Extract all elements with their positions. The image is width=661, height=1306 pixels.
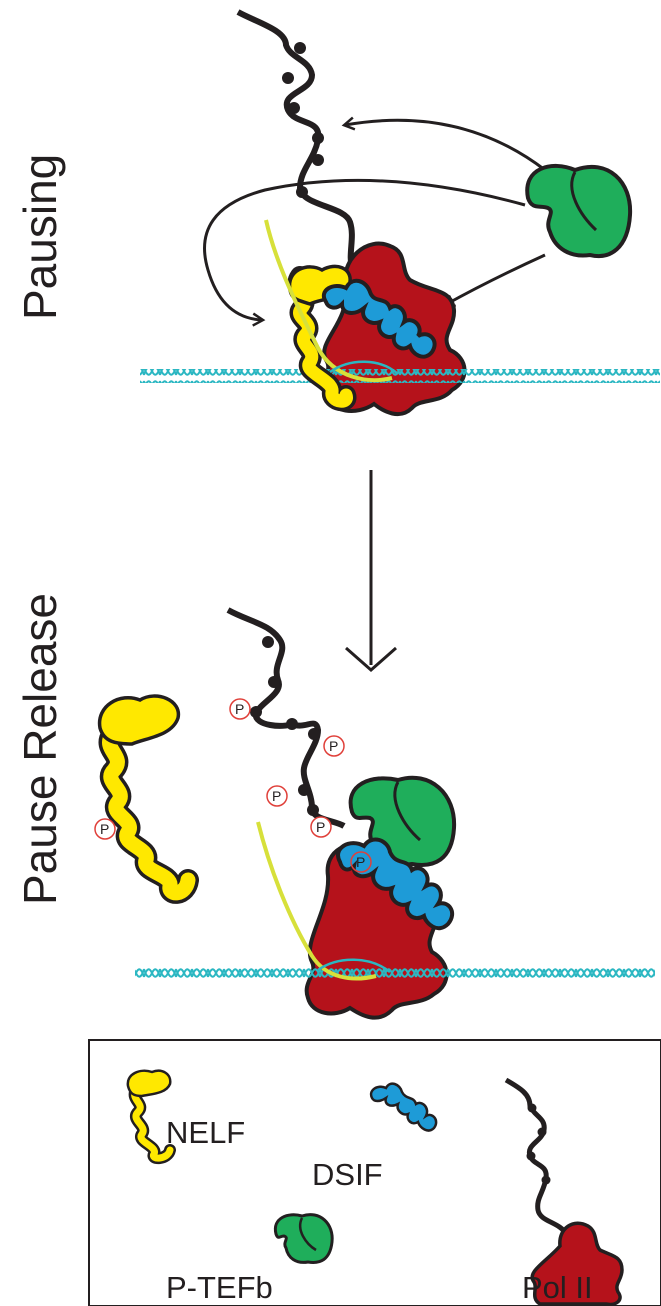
- pol2-ctd-tail-phospho: P P P P: [228, 610, 344, 837]
- phospho-label-dsif: P: [356, 854, 365, 870]
- phospho-label-ctd-2: P: [329, 738, 338, 754]
- legend-nelf-label: NELF: [166, 1115, 245, 1150]
- recruit-arrow-upper: [345, 120, 545, 170]
- phospho-label-ctd-1: P: [235, 701, 244, 717]
- legend-dsif-label: DSIF: [312, 1157, 383, 1192]
- phospho-label-ctd-4: P: [316, 819, 325, 835]
- stage-label-pausing: Pausing: [14, 154, 66, 320]
- dna-helix-release: [135, 967, 655, 981]
- legend-nelf: NELF: [128, 1071, 245, 1158]
- legend-pol2: Pol II: [506, 1080, 622, 1305]
- ptefb-complex: [527, 166, 630, 256]
- released-nelf: P: [95, 696, 188, 893]
- legend-ptefb: P-TEFb: [166, 1215, 332, 1305]
- pausing-panel: [140, 12, 660, 414]
- dna-helix: [140, 369, 660, 383]
- recruit-arrow-lower: [445, 255, 545, 305]
- stage-label-pause-release: Pause Release: [14, 593, 66, 905]
- pol2-ctd-tail: [238, 12, 352, 270]
- legend-dsif: DSIF: [312, 1084, 436, 1192]
- phospho-label-nelf: P: [100, 821, 109, 837]
- legend-ptefb-label: P-TEFb: [166, 1270, 273, 1305]
- legend-pol2-ctd-icon: [506, 1080, 566, 1234]
- legend-dsif-icon: [371, 1084, 436, 1131]
- legend-pol2-label: Pol II: [522, 1270, 593, 1305]
- phospho-label-ctd-3: P: [272, 788, 281, 804]
- transition-arrow: [346, 470, 396, 670]
- pause-release-panel: P P P P P: [95, 610, 655, 1018]
- legend-box: NELF DSIF P-TEFb Pol II: [89, 1040, 661, 1306]
